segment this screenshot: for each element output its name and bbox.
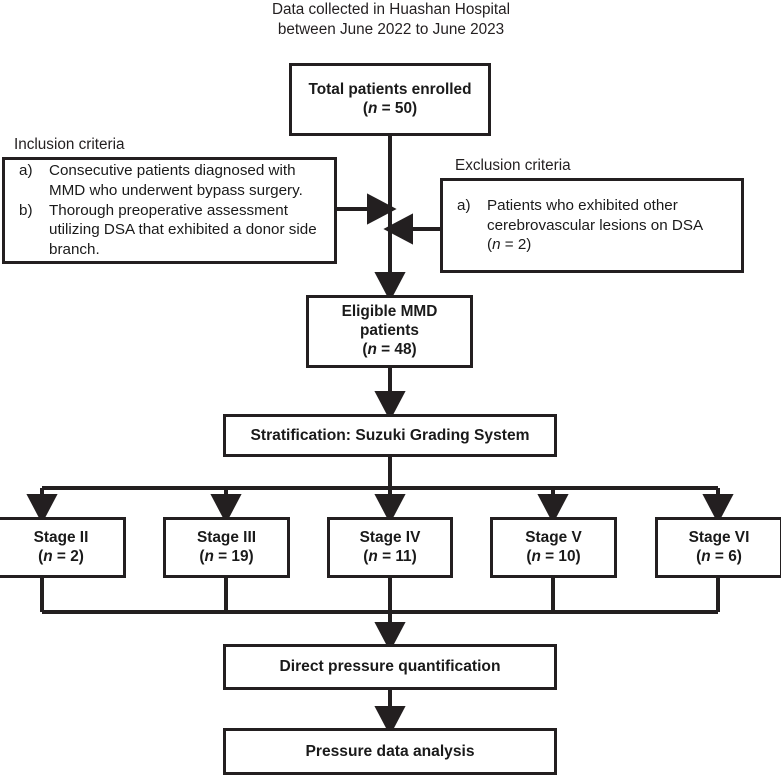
stage-ii-count: (n = 2) [38, 547, 84, 565]
direct-pressure-label: Direct pressure quantification [279, 658, 501, 675]
inclusion-item-b: b) Thorough preoperative assessment util… [19, 201, 328, 260]
stratification-label: Stratification: Suzuki Grading System [250, 426, 530, 444]
stage-ii-label: Stage II [33, 528, 89, 546]
stage-vi-label: Stage VI [688, 528, 750, 546]
inclusion-item-a-marker: a) [19, 162, 33, 180]
node-pressure-data-analysis: Pressure data analysis [223, 728, 557, 775]
inclusion-item-b-marker: b) [19, 201, 33, 219]
stage-iii-count: (n = 19) [199, 547, 254, 565]
inclusion-item-a-text: Consecutive patients diagnosed with MMD … [49, 162, 303, 199]
node-inclusion-criteria: a) Consecutive patients diagnosed with M… [2, 157, 337, 264]
exclusion-item-a: a) Patients who exhibited other cerebrov… [457, 196, 735, 255]
stage-iii-label: Stage III [196, 528, 256, 546]
stage-vi-count: (n = 6) [696, 547, 742, 565]
node-stage-iv: Stage IV (n = 11) [327, 517, 453, 578]
node-stage-ii: Stage II (n = 2) [0, 517, 126, 578]
node-direct-pressure-quantification: Direct pressure quantification [223, 644, 557, 690]
inclusion-criteria-title: Inclusion criteria [14, 136, 125, 153]
node-stage-v: Stage V (n = 10) [490, 517, 617, 578]
eligible-line-2: patients [359, 322, 419, 340]
node-stage-vi: Stage VI (n = 6) [655, 517, 781, 578]
exclusion-item-a-text: Patients who exhibited other cerebrovasc… [487, 196, 704, 254]
stage-v-label: Stage V [525, 528, 582, 546]
total-patients-count: (n = 50) [362, 99, 418, 117]
exclusion-item-a-marker: a) [457, 196, 471, 214]
pressure-analysis-label: Pressure data analysis [305, 742, 475, 760]
figure-caption: Data collected in Huashan Hospital betwe… [271, 1, 511, 39]
node-eligible-mmd-patients: Eligible MMD patients (n = 48) [306, 295, 473, 368]
node-exclusion-criteria: a) Patients who exhibited other cerebrov… [440, 178, 744, 273]
inclusion-item-b-text: Thorough preoperative assessment utilizi… [49, 201, 317, 259]
inclusion-item-a: a) Consecutive patients diagnosed with M… [19, 161, 328, 201]
total-patients-label: Total patients enrolled [308, 80, 472, 98]
eligible-line-1: Eligible MMD [341, 303, 438, 321]
stage-v-count: (n = 10) [526, 547, 581, 565]
node-stage-iii: Stage III (n = 19) [163, 517, 290, 578]
stage-iv-count: (n = 11) [363, 547, 417, 565]
node-stratification: Stratification: Suzuki Grading System [223, 414, 557, 457]
stage-iv-label: Stage IV [359, 528, 421, 546]
eligible-count: (n = 48) [362, 340, 417, 358]
node-total-patients-enrolled: Total patients enrolled (n = 50) [289, 63, 491, 136]
exclusion-criteria-title: Exclusion criteria [455, 157, 571, 174]
